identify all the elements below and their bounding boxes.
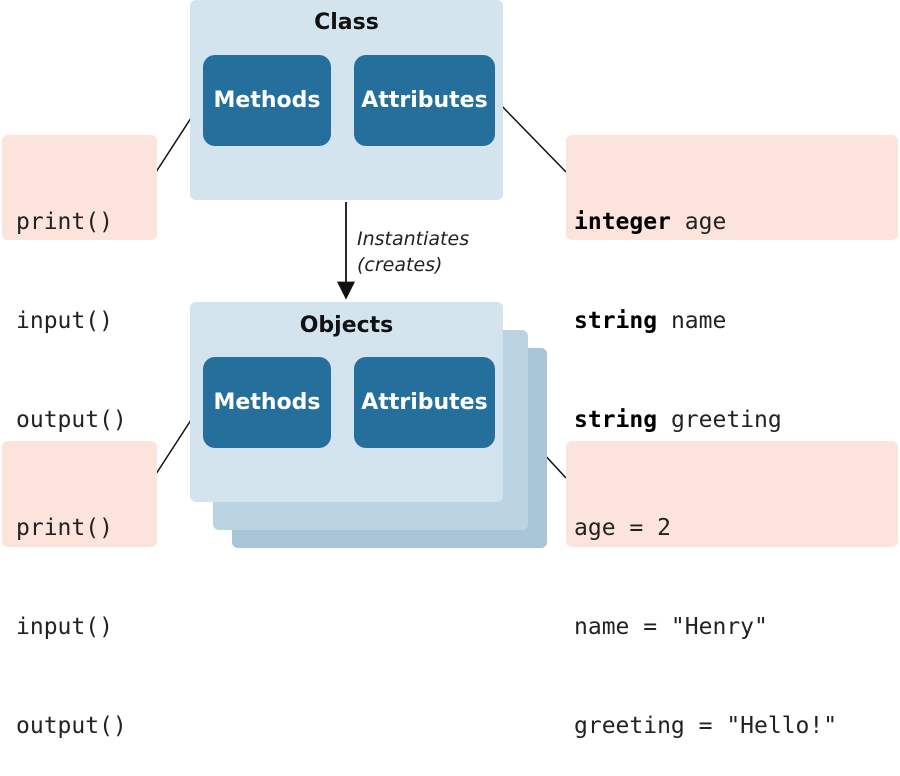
class-attributes-code: integer age string name string greeting xyxy=(566,135,898,433)
class-methods-code: print() input() output() xyxy=(2,135,157,433)
class-title: Class xyxy=(314,10,379,35)
objects-title: Objects xyxy=(299,313,394,338)
code-line: name = "Henry" xyxy=(574,614,768,640)
code-line: output() xyxy=(16,407,127,433)
class-box: Class Methods Attributes xyxy=(190,0,503,200)
object-methods-code: print() input() output() xyxy=(2,441,157,739)
objects-methods-chip: Methods xyxy=(203,357,331,448)
attr-type: string xyxy=(574,308,658,334)
instantiates-label: Instantiates (creates) xyxy=(357,226,469,278)
attr-type: string xyxy=(574,407,658,433)
attr-name: greeting xyxy=(670,407,782,433)
code-line: output() xyxy=(16,713,127,739)
class-attributes-connector xyxy=(493,97,567,173)
attr-name: age xyxy=(684,209,727,235)
code-line: input() xyxy=(16,614,113,640)
class-attributes-chip: Attributes xyxy=(354,55,495,146)
objects-attributes-chip: Attributes xyxy=(354,357,495,448)
object-attributes-code: age = 2 name = "Henry" greeting = "Hello… xyxy=(566,441,898,739)
code-line: input() xyxy=(16,308,113,334)
class-methods-chip: Methods xyxy=(203,55,331,146)
code-line: print() xyxy=(16,209,113,235)
attr-name: name xyxy=(670,308,727,334)
objects-box: Objects Methods Attributes xyxy=(190,302,503,502)
code-line: string greeting xyxy=(574,404,898,437)
code-line: greeting = "Hello!" xyxy=(574,713,838,739)
instantiates-line1: Instantiates xyxy=(357,228,470,250)
code-line: print() xyxy=(16,515,113,541)
code-line: string name xyxy=(574,305,898,338)
code-line: integer age xyxy=(574,206,898,239)
attr-type: integer xyxy=(574,209,671,235)
code-line: age = 2 xyxy=(574,515,671,541)
instantiates-line2: (creates) xyxy=(357,254,443,276)
